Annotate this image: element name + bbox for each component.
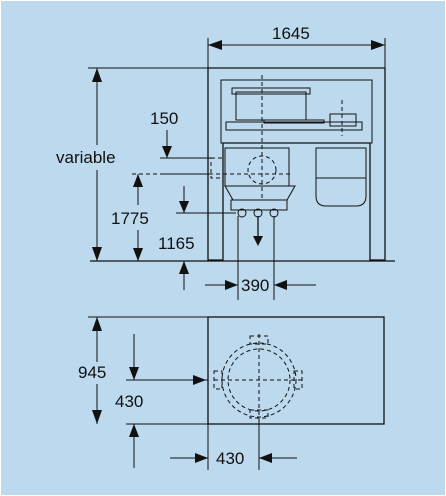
dim-1645-arrow-left (208, 40, 222, 50)
outlet-arrow-head (253, 236, 263, 246)
dim-variable-label: variable (56, 148, 116, 167)
dim-1165-arrow-bottom (179, 261, 189, 274)
dim-variable-arrow-bottom (92, 247, 102, 261)
dim-945-arrow-top (92, 317, 102, 331)
dim-1775-label: 1775 (111, 209, 149, 228)
plan-lug-right (293, 370, 303, 390)
dim-430v-label: 430 (115, 392, 143, 411)
dim-1645-label: 1645 (272, 24, 310, 43)
right-container (315, 147, 367, 207)
dim-variable-arrow-top (92, 68, 102, 82)
dim-430v-pointer-head (193, 375, 206, 385)
plan-view: 945 430 430 (78, 316, 385, 470)
dim-1775-arrow-top (133, 174, 143, 187)
plan-lug-bottom (249, 409, 269, 419)
grinder-side-flange (210, 157, 224, 179)
dim-390-arrow-right (274, 280, 287, 290)
frame-inner-top (220, 79, 373, 144)
grinder-base (230, 199, 288, 211)
dim-945-label: 945 (78, 363, 106, 382)
elevation-view: 1645 variable 150 1775 1165 39 (56, 24, 395, 300)
dim-1165-arrow-top (179, 201, 189, 213)
dim-1775-arrow-bottom (133, 248, 143, 261)
dim-390-label: 390 (241, 276, 269, 295)
dim-1165-label: 1165 (158, 234, 195, 253)
dim-1645-arrow-right (371, 40, 385, 50)
dim-945-arrow-bottom (92, 410, 102, 424)
dim-430h-label: 430 (216, 449, 244, 468)
plan-ring (221, 342, 297, 418)
plan-outline (207, 316, 385, 425)
dim-430h-arrow-right (259, 453, 272, 463)
upper-unit-plate (263, 119, 325, 124)
plan-lug-top (249, 335, 269, 345)
dim-150-label: 150 (150, 109, 178, 128)
plan-lug-left (213, 370, 223, 390)
dim-150-arrow-top (162, 146, 172, 158)
nozzle-1 (237, 208, 247, 218)
upper-unit-lid (231, 87, 311, 95)
upper-unit-rail (225, 121, 363, 131)
plan-ring-inner (227, 348, 291, 412)
upper-unit-motor (329, 113, 357, 127)
dim-390-arrow-left (225, 280, 238, 290)
dim-430v-arrow-top (129, 367, 139, 380)
dim-430h-arrow-left (195, 453, 208, 463)
dim-430v-arrow-bottom (129, 424, 139, 437)
